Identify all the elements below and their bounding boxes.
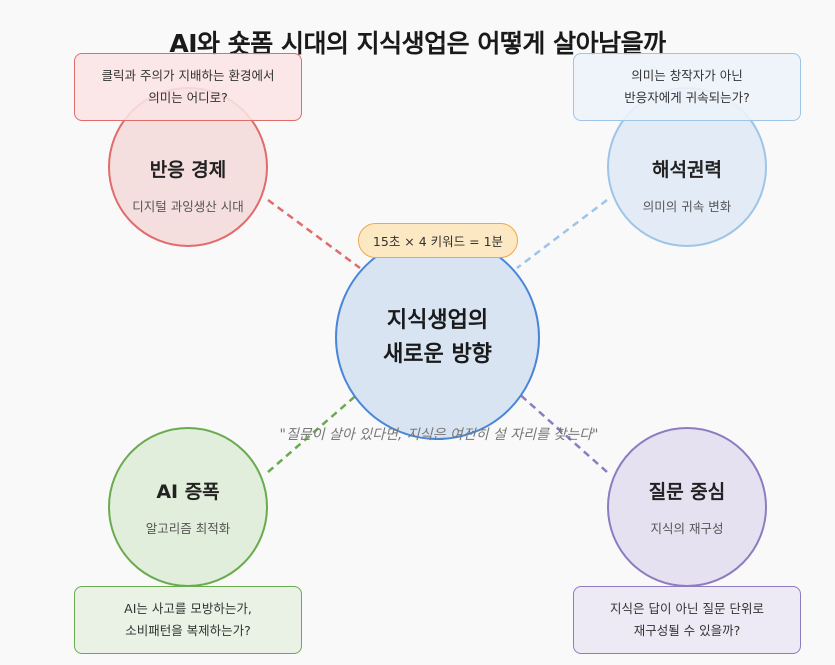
note-reaction-economy: 클릭과 주의가 지배하는 환경에서 의미는 어디로? xyxy=(74,53,302,121)
node-reaction-economy-sub: 디지털 과잉생산 시대 xyxy=(132,199,244,214)
node-question-centered-label: 질문 중심 xyxy=(648,481,726,503)
connector-top-right xyxy=(516,199,608,269)
node-interpretive-power-label: 해석권력 xyxy=(652,159,722,181)
node-ai-amplification-sub: 알고리즘 최적화 xyxy=(145,521,231,536)
note-ai-amplification: AI는 사고를 모방하는가, 소비패턴을 복제하는가? xyxy=(74,586,302,654)
connector-bottom-left xyxy=(267,391,361,473)
center-node: 지식생업의 새로운 방향 xyxy=(335,235,540,440)
center-node-title: 지식생업의 새로운 방향 xyxy=(383,307,492,367)
formula-badge: 15초 × 4 키워드 = 1분 xyxy=(358,223,518,258)
node-ai-amplification: AI 증폭 알고리즘 최적화 xyxy=(108,427,268,587)
node-ai-amplification-label: AI 증폭 xyxy=(156,481,220,503)
node-reaction-economy-label: 반응 경제 xyxy=(149,159,227,181)
connector-top-left xyxy=(267,198,361,270)
center-quote: "질문이 살아 있다면, 지식은 여전히 설 자리를 찾는다" xyxy=(279,427,599,443)
note-interpretive-power: 의미는 창작자가 아닌 반응자에게 귀속되는가? xyxy=(573,53,801,121)
node-question-centered-sub: 지식의 재구성 xyxy=(650,521,724,536)
node-interpretive-power-sub: 의미의 귀속 변화 xyxy=(642,199,732,214)
connector-bottom-right xyxy=(516,391,608,473)
node-question-centered: 질문 중심 지식의 재구성 xyxy=(607,427,767,587)
note-question-centered: 지식은 답이 아닌 질문 단위로 재구성될 수 있을까? xyxy=(573,586,801,654)
